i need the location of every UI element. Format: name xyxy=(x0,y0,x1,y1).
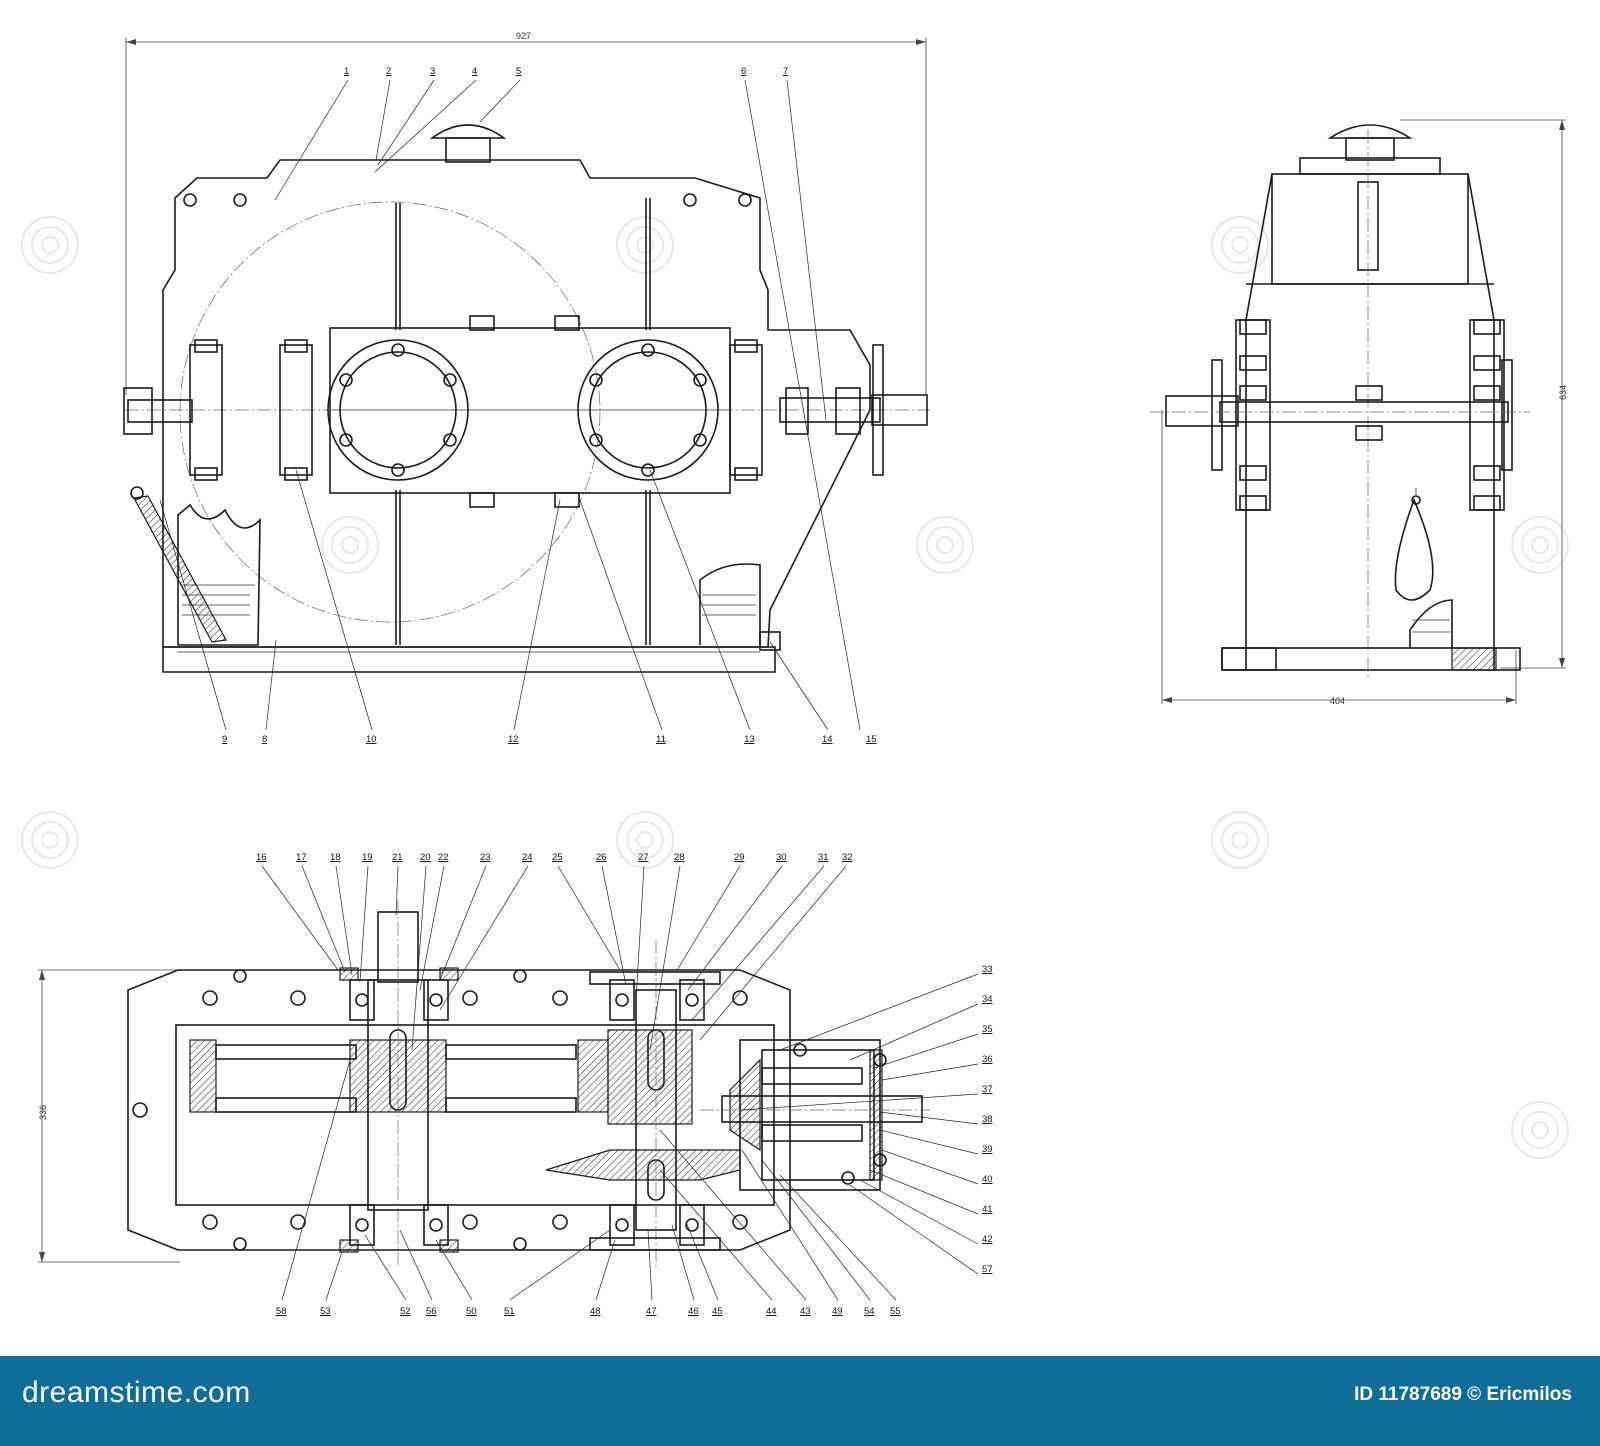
callout-label: 49 xyxy=(832,1306,843,1317)
callout-label: 33 xyxy=(982,964,993,975)
callout-label: 12 xyxy=(508,734,519,745)
callout-label: 9 xyxy=(222,734,227,745)
callout-label: 55 xyxy=(890,1306,901,1317)
callout-label: 23 xyxy=(480,852,491,863)
callout-label: 43 xyxy=(800,1306,811,1317)
callout-label: 34 xyxy=(982,994,993,1005)
front-width-dimension: 927 xyxy=(516,31,531,41)
callout-label: 21 xyxy=(392,852,403,863)
callout-label: 48 xyxy=(590,1306,601,1317)
side-width-dimension: 404 xyxy=(1330,696,1345,706)
front-view: 9 2 7 xyxy=(123,31,930,745)
technical-drawing: 927 xyxy=(21,31,1569,1317)
callout-label: 10 xyxy=(366,734,377,745)
callout-label: 20 xyxy=(420,852,431,863)
callout-label: 44 xyxy=(766,1306,777,1317)
callout-label: 5 xyxy=(516,66,521,77)
callout-label: 24 xyxy=(522,852,533,863)
callout-label: 17 xyxy=(296,852,307,863)
callout-label: 35 xyxy=(982,1024,993,1035)
callout-label: 56 xyxy=(426,1306,437,1317)
callout-label: 31 xyxy=(818,852,829,863)
callout-label: 19 xyxy=(362,852,373,863)
callout-label: 40 xyxy=(982,1174,993,1185)
callout-label: 14 xyxy=(822,734,833,745)
callout-label: 29 xyxy=(734,852,745,863)
callout-label: 36 xyxy=(982,1054,993,1065)
image-id-credit: ID 11787689 © Ericmilos xyxy=(1354,1384,1572,1405)
callout-label: 27 xyxy=(638,852,649,863)
callout-label: 57 xyxy=(982,1264,993,1275)
callout-label: 1 xyxy=(344,66,349,77)
callout-label: 2 xyxy=(386,66,391,77)
callout-label: 46 xyxy=(688,1306,699,1317)
callout-label: 16 xyxy=(256,852,267,863)
callout-label: 47 xyxy=(646,1306,657,1317)
callout-label: 54 xyxy=(864,1306,875,1317)
callout-label: 6 xyxy=(741,66,746,77)
callout-label: 22 xyxy=(438,852,449,863)
callout-label: 15 xyxy=(866,734,877,745)
side-height-dimension: 634 xyxy=(1558,385,1568,400)
callout-label: 53 xyxy=(320,1306,331,1317)
side-view: 634 404 xyxy=(1150,119,1568,706)
callout-label: 8 xyxy=(262,734,267,745)
callout-label: 45 xyxy=(712,1306,723,1317)
callout-label: 13 xyxy=(744,734,755,745)
watermark-pattern xyxy=(21,216,1569,1159)
callout-label: 32 xyxy=(842,852,853,863)
plan-section-view: 336 xyxy=(38,852,993,1317)
callout-label: 18 xyxy=(330,852,341,863)
footer-bar: dreamstime.com ID 11787689 © Ericmilos xyxy=(0,1356,1600,1446)
callout-label: 28 xyxy=(674,852,685,863)
callout-label: 38 xyxy=(982,1114,993,1125)
callout-label: 26 xyxy=(596,852,607,863)
callout-label: 58 xyxy=(276,1306,287,1317)
callout-label: 39 xyxy=(982,1144,993,1155)
callout-label: 25 xyxy=(552,852,563,863)
callout-label: 4 xyxy=(472,66,477,77)
callout-label: 51 xyxy=(504,1306,515,1317)
callout-label: 11 xyxy=(656,734,666,745)
callout-label: 30 xyxy=(776,852,787,863)
dreamstime-logo[interactable]: dreamstime.com xyxy=(22,1376,251,1409)
callout-label: 3 xyxy=(430,66,435,77)
callout-label: 42 xyxy=(982,1234,993,1245)
callout-label: 41 xyxy=(982,1204,993,1215)
callout-label: 37 xyxy=(982,1084,993,1095)
callout-label: 7 xyxy=(783,66,788,77)
callout-label: 52 xyxy=(400,1306,411,1317)
callout-label: 50 xyxy=(466,1306,477,1317)
plan-height-dimension: 336 xyxy=(38,1105,48,1120)
